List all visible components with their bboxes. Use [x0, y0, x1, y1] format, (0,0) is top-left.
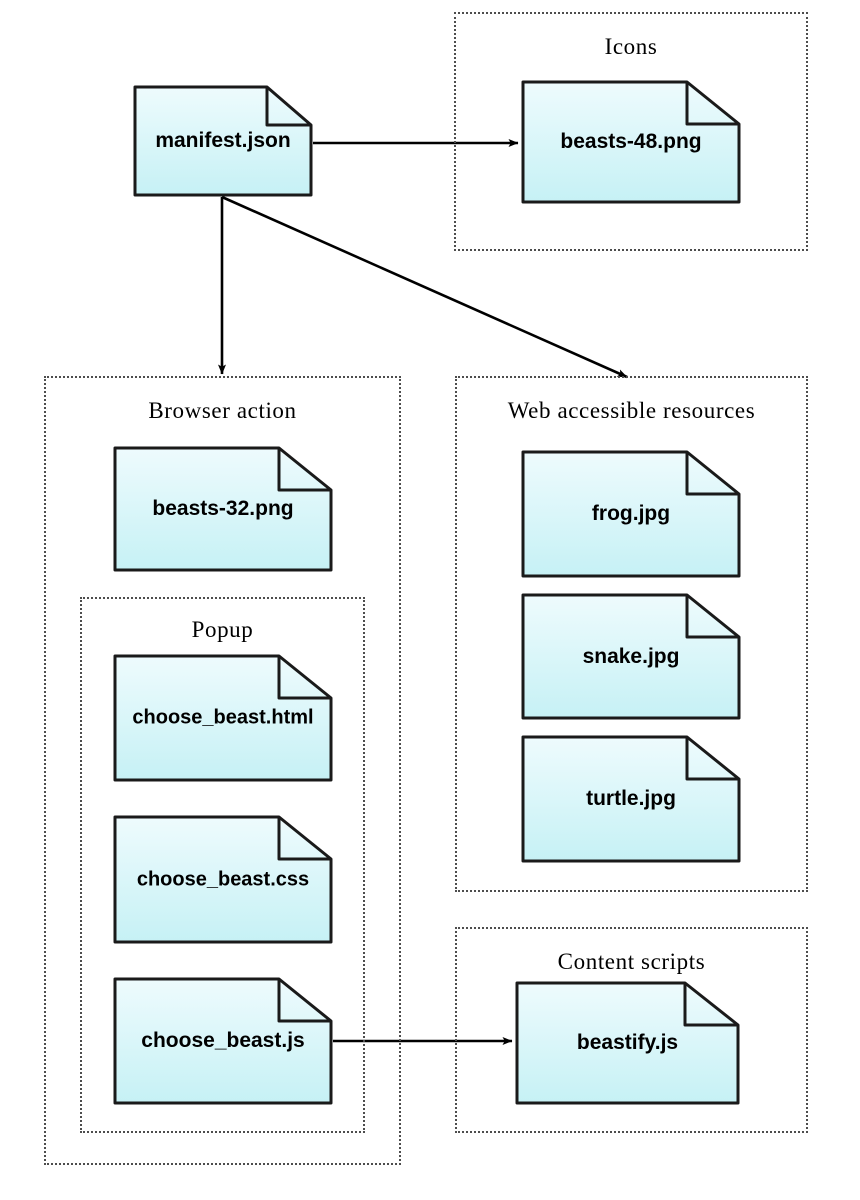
file-node-choose-js[interactable]: choose_beast.js — [113, 977, 333, 1105]
file-shape-icon — [521, 735, 741, 863]
file-shape-icon — [113, 446, 333, 572]
group-label-content-scripts: Content scripts — [557, 949, 706, 974]
group-label-popup: Popup — [191, 617, 254, 642]
file-shape-icon — [515, 981, 740, 1105]
file-shape-icon — [113, 654, 333, 782]
group-label-web-accessible-resources: Web accessible resources — [507, 398, 756, 423]
group-label-icons: Icons — [604, 34, 658, 59]
file-shape-icon — [113, 977, 333, 1105]
group-browser-action[interactable]: Browser action — [44, 376, 401, 1165]
group-content-scripts[interactable]: Content scripts — [455, 927, 808, 1133]
file-node-manifest[interactable]: manifest.json — [133, 85, 313, 197]
file-node-choose-css[interactable]: choose_beast.css — [113, 815, 333, 944]
file-shape-icon — [521, 593, 741, 720]
group-label-browser-action: Browser action — [148, 398, 297, 423]
file-node-turtle[interactable]: turtle.jpg — [521, 735, 741, 863]
file-node-beasts32[interactable]: beasts-32.png — [113, 446, 333, 572]
file-node-frog[interactable]: frog.jpg — [521, 450, 741, 578]
file-node-beastify[interactable]: beastify.js — [515, 981, 740, 1105]
file-node-choose-html[interactable]: choose_beast.html — [113, 654, 333, 782]
group-web-accessible-resources[interactable]: Web accessible resources — [455, 376, 808, 892]
file-shape-icon — [521, 80, 741, 204]
file-shape-icon — [133, 85, 313, 197]
file-node-beasts48[interactable]: beasts-48.png — [521, 80, 741, 204]
file-shape-icon — [113, 815, 333, 944]
file-shape-icon — [521, 450, 741, 578]
group-icons[interactable]: Icons — [454, 12, 808, 251]
file-node-snake[interactable]: snake.jpg — [521, 593, 741, 720]
group-popup[interactable]: Popup — [80, 597, 365, 1133]
